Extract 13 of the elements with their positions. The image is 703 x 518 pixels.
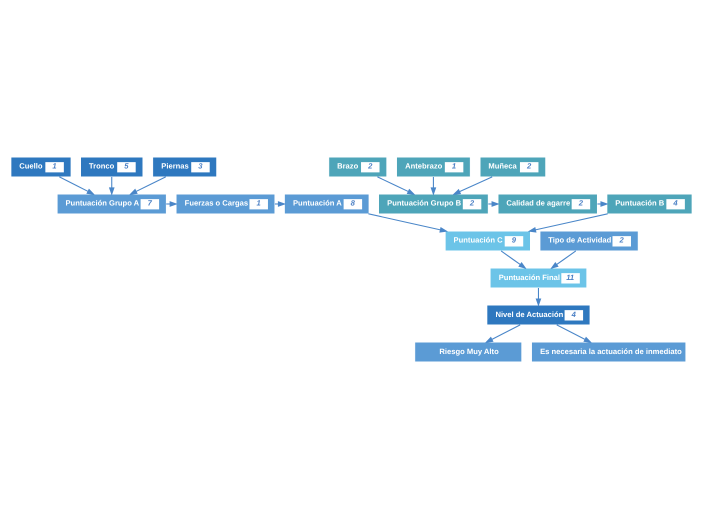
arrow: [500, 250, 527, 269]
arrow: [528, 212, 608, 232]
arrow: [59, 176, 95, 194]
arrow: [550, 250, 576, 269]
arrow: [377, 176, 416, 194]
arrow: [129, 176, 166, 194]
arrow: [484, 324, 520, 342]
arrow: [556, 324, 592, 342]
arrow: [368, 212, 448, 232]
arrow: [536, 287, 542, 306]
arrow: [430, 176, 436, 196]
arrow: [108, 176, 115, 196]
arrow: [452, 176, 492, 194]
